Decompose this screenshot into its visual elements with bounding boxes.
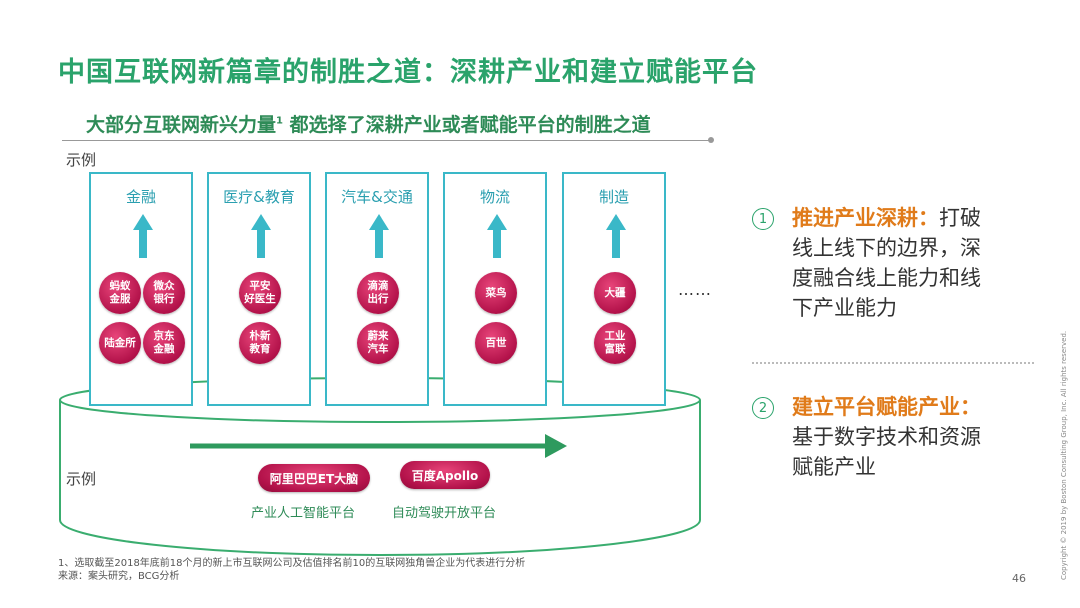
arrow-up-icon bbox=[487, 214, 507, 258]
subtitle-divider-dot bbox=[708, 137, 714, 143]
footnote: 1、选取截至2018年底前18个月的新上市互联网公司及估值排名前10的互联网独角… bbox=[58, 557, 525, 583]
industry-box-auto-transport: 汽车&交通 滴滴 出行 蔚来 汽车 bbox=[325, 172, 429, 406]
subtitle: 大部分互联网新兴力量1 都选择了深耕产业或者赋能平台的制胜之道 bbox=[86, 110, 651, 137]
platform-pill: 阿里巴巴ET大脑 bbox=[258, 464, 370, 492]
point-line: 赋能产业 bbox=[792, 455, 876, 479]
industry-label: 汽车&交通 bbox=[341, 188, 413, 206]
company-bubble: 菜鸟 bbox=[475, 272, 517, 314]
industry-label: 制造 bbox=[598, 188, 629, 206]
company-bubble: 微众 银行 bbox=[143, 272, 185, 314]
arrow-up-icon bbox=[369, 214, 389, 258]
platform-caption: 产业人工智能平台 bbox=[251, 506, 356, 521]
point-highlight: 推进产业深耕： bbox=[792, 206, 939, 230]
page-title: 中国互联网新篇章的制胜之道：深耕产业和建立赋能平台 bbox=[58, 57, 758, 88]
point-number-badge: 2 bbox=[752, 397, 774, 419]
industry-label: 金融 bbox=[125, 188, 156, 206]
platform-pill: 百度Apollo bbox=[400, 461, 490, 489]
company-bubble: 大疆 bbox=[594, 272, 636, 314]
subtitle-text: 大部分互联网新兴力量 bbox=[86, 114, 277, 136]
point-highlight: 建立平台赋能产业： bbox=[792, 395, 981, 419]
point-2-text: 建立平台赋能产业： 基于数字技术和资源 赋能产业 bbox=[792, 392, 1032, 482]
point-line: 度融合线上能力和线 bbox=[792, 266, 981, 290]
company-bubble: 京东 金融 bbox=[143, 322, 185, 364]
platform-caption: 自动驾驶开放平台 bbox=[392, 506, 497, 521]
footnote-marker: 1 bbox=[276, 115, 283, 127]
arrow-up-icon bbox=[133, 214, 153, 258]
industry-label: 物流 bbox=[479, 188, 510, 206]
example-label-bottom: 示例 bbox=[66, 470, 97, 488]
source-line: 来源：案头研究，BCG分析 bbox=[58, 571, 180, 582]
points-divider bbox=[752, 362, 1034, 364]
company-bubble: 滴滴 出行 bbox=[357, 272, 399, 314]
point-1-text: 推进产业深耕：打破 线上线下的边界，深 度融合线上能力和线 下产业能力 bbox=[792, 203, 1032, 323]
point-line: 下产业能力 bbox=[792, 296, 897, 320]
company-bubble: 蔚来 汽车 bbox=[357, 322, 399, 364]
company-bubble: 百世 bbox=[475, 322, 517, 364]
subtitle-text-2: 都选择了深耕产业或者赋能平台的制胜之道 bbox=[282, 114, 651, 136]
company-bubble: 陆金所 bbox=[99, 322, 141, 364]
point-line: 线上线下的边界，深 bbox=[792, 236, 981, 260]
industry-box-health-education: 医疗&教育 平安 好医生 朴新 教育 bbox=[207, 172, 311, 406]
example-label-top: 示例 bbox=[66, 151, 97, 169]
platform-arrow-head bbox=[545, 434, 567, 458]
company-bubble: 蚂蚁 金服 bbox=[99, 272, 141, 314]
point-number-badge: 1 bbox=[752, 208, 774, 230]
industry-label: 医疗&教育 bbox=[223, 188, 295, 206]
company-bubble: 平安 好医生 bbox=[239, 272, 281, 314]
page-number: 46 bbox=[1012, 572, 1026, 585]
point-line: 打破 bbox=[939, 206, 981, 230]
more-ellipsis: …… bbox=[678, 280, 712, 299]
industry-box-manufacturing: 制造 大疆 工业 富联 bbox=[562, 172, 666, 406]
industry-box-finance: 金融 蚂蚁 金服 微众 银行 陆金所 京东 金融 bbox=[89, 172, 193, 406]
footnote-line: 1、选取截至2018年底前18个月的新上市互联网公司及估值排名前10的互联网独角… bbox=[58, 558, 526, 569]
point-line: 基于数字技术和资源 bbox=[792, 425, 981, 449]
copyright-notice: Copyright © 2019 by Boston Consulting Gr… bbox=[1060, 330, 1068, 580]
arrow-up-icon bbox=[251, 214, 271, 258]
company-bubble: 朴新 教育 bbox=[239, 322, 281, 364]
industry-box-logistics: 物流 菜鸟 百世 bbox=[443, 172, 547, 406]
arrow-up-icon bbox=[606, 214, 626, 258]
company-bubble: 工业 富联 bbox=[594, 322, 636, 364]
subtitle-divider bbox=[62, 140, 712, 141]
